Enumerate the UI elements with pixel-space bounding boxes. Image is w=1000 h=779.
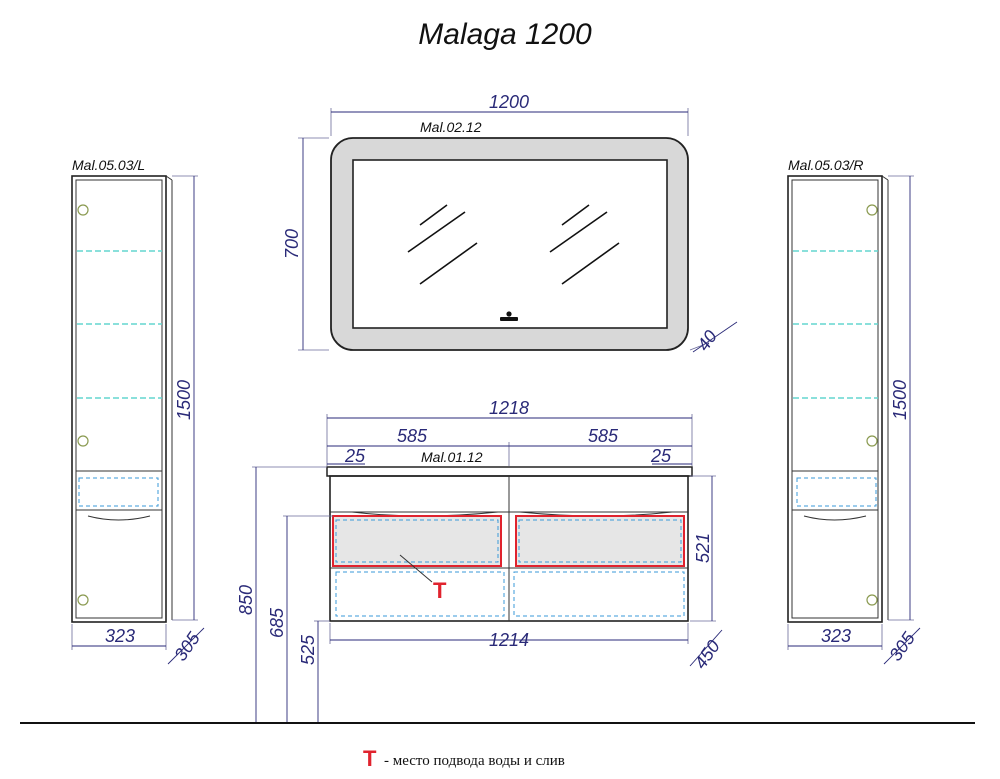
left-cabinet-depth-line bbox=[167, 627, 205, 665]
vanity-bottom-width-label: 1214 bbox=[489, 630, 529, 650]
vanity-worktop bbox=[326, 466, 693, 477]
right-basin-width-label: 585 bbox=[588, 426, 619, 446]
right-cabinet-hinge-mid bbox=[866, 435, 878, 447]
left-cabinet-model-label: Mal.05.03/L bbox=[72, 157, 145, 173]
drawing-title: Malaga 1200 bbox=[418, 18, 592, 51]
floor-to-bottom-label: 525 bbox=[298, 634, 318, 665]
mirror-depth-label: 40 bbox=[693, 327, 721, 355]
right-cabinet-hinge-bottom bbox=[866, 594, 878, 606]
left-edge-offset-label: 25 bbox=[344, 446, 366, 466]
mirror-light-sensor-icon bbox=[500, 311, 518, 321]
mirror-height-label: 700 bbox=[282, 229, 302, 259]
right-cabinet-hinge-top bbox=[866, 204, 878, 216]
vanity-connection-marker: T bbox=[433, 578, 447, 603]
legend-text: - место подвода воды и слив bbox=[384, 753, 565, 769]
vanity-depth-line bbox=[689, 629, 723, 667]
left-cabinet-body bbox=[71, 175, 167, 623]
right-basin bbox=[515, 515, 685, 567]
mirror-glass bbox=[352, 159, 668, 329]
mirror-group: Mal.02.12 1200 700 40 bbox=[282, 92, 738, 355]
floor-to-top-label: 850 bbox=[236, 585, 256, 615]
legend: T - место подвода воды и слив bbox=[363, 746, 565, 771]
right-cabinet-model-label: Mal.05.03/R bbox=[788, 157, 863, 173]
vanity-depth-label: 450 bbox=[690, 637, 724, 673]
left-basin-width-label: 585 bbox=[397, 426, 428, 446]
mirror-width-label: 1200 bbox=[489, 92, 529, 112]
right-edge-offset-label: 25 bbox=[650, 446, 672, 466]
mirror-reflection-marks bbox=[407, 204, 620, 285]
left-cabinet-hinge-bottom bbox=[77, 594, 89, 606]
right-cabinet-height-label: 1500 bbox=[890, 380, 910, 420]
mirror-depth-dimension-line bbox=[692, 321, 738, 353]
right-cabinet-group: Mal.05.03/R 1500 323 305 bbox=[787, 157, 921, 665]
left-cabinet-hinge-top bbox=[77, 204, 89, 216]
left-cabinet-hinge-mid bbox=[77, 435, 89, 447]
right-cabinet-depth-line bbox=[883, 627, 921, 665]
mirror-model-label: Mal.02.12 bbox=[420, 119, 482, 135]
left-cabinet-width-label: 323 bbox=[105, 626, 135, 646]
left-basin bbox=[332, 515, 502, 567]
vanity-height-label: 521 bbox=[693, 533, 713, 563]
left-cabinet-height-label: 1500 bbox=[174, 380, 194, 420]
vanity-model-label: Mal.01.12 bbox=[421, 449, 483, 465]
legend-marker: T bbox=[363, 746, 377, 771]
floor-to-basin-label: 685 bbox=[267, 607, 287, 638]
right-cabinet-body bbox=[787, 175, 883, 623]
right-cabinet-width-label: 323 bbox=[821, 626, 851, 646]
vanity-top-width-label: 1218 bbox=[489, 398, 529, 418]
vanity-group: T Mal.01.12 1218 585 585 25 25 1214 521 … bbox=[236, 398, 724, 723]
left-cabinet-group: Mal.05.03/L 1500 323 305 bbox=[71, 157, 205, 665]
